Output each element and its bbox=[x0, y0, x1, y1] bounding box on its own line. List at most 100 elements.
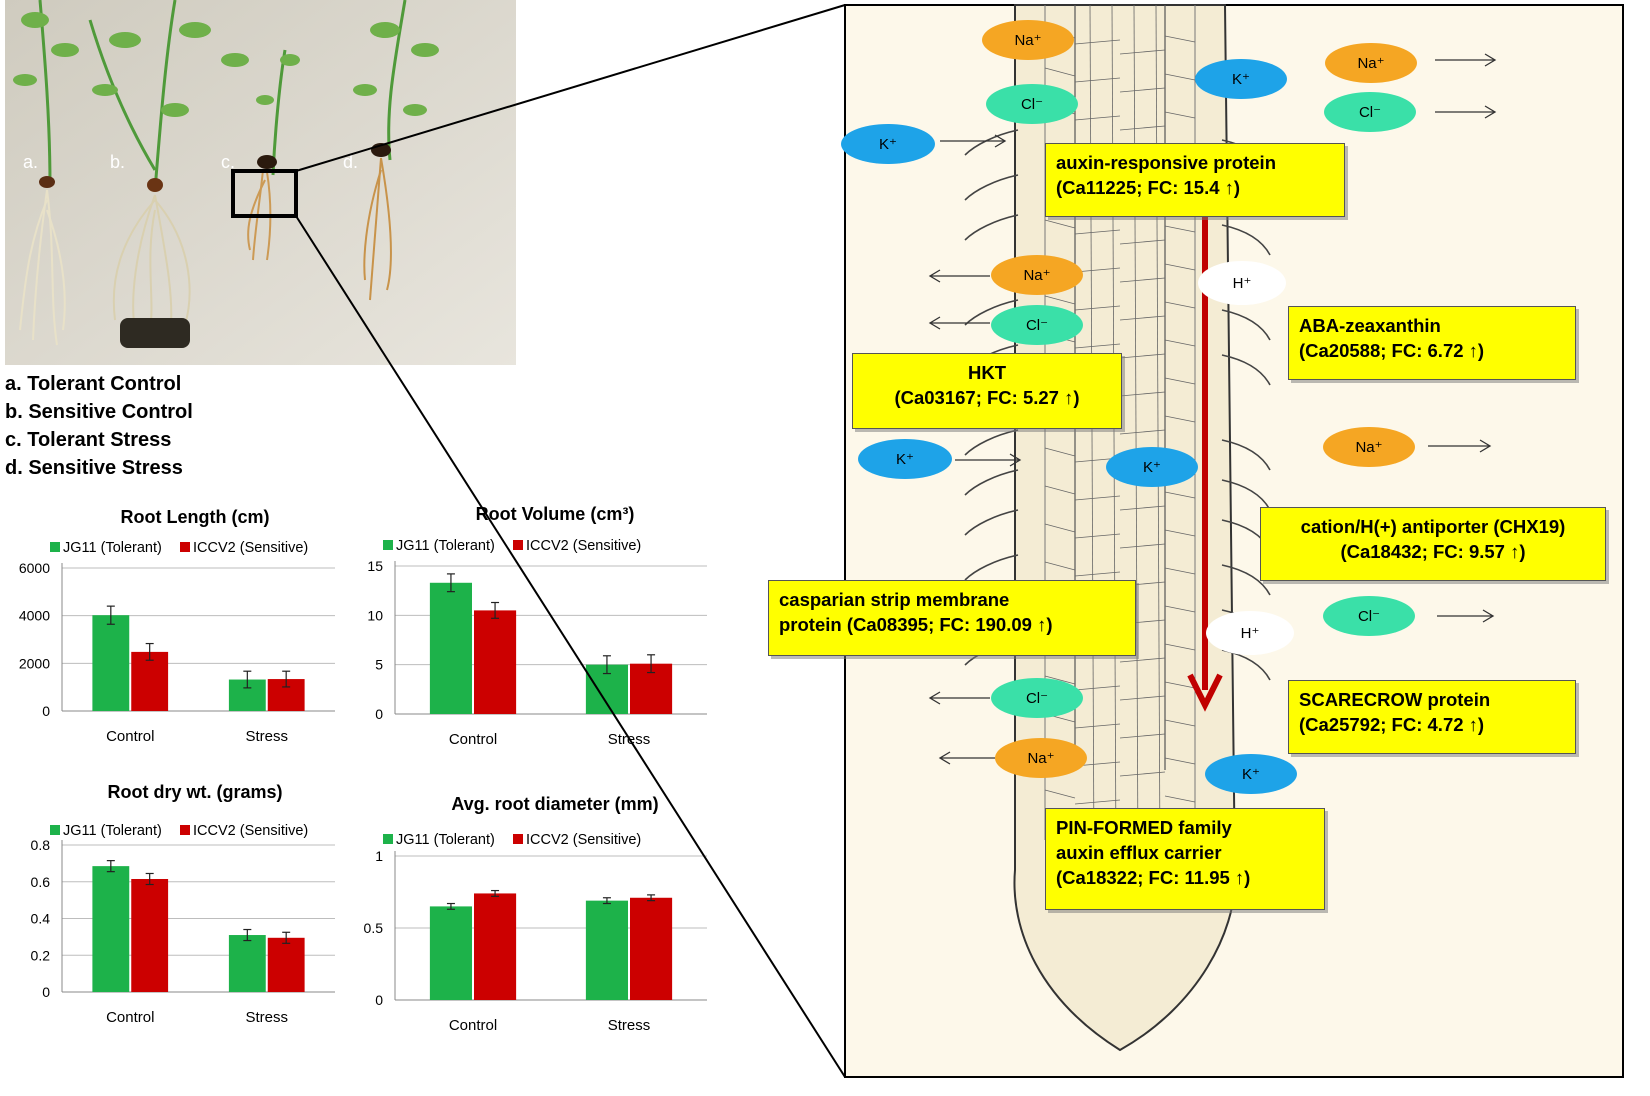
svg-text:H⁺: H⁺ bbox=[1241, 625, 1260, 642]
gene-box-hkt: HKT(Ca03167; FC: 5.27 ↑) bbox=[852, 353, 1122, 429]
ion-cl: Cl⁻ bbox=[986, 84, 1078, 124]
cell-wall bbox=[1119, 505, 1166, 511]
root-hair bbox=[1221, 439, 1271, 471]
cell-wall bbox=[1119, 315, 1166, 321]
root-hair bbox=[1221, 224, 1271, 256]
legend-swatch bbox=[50, 542, 60, 552]
cell-wall bbox=[1164, 757, 1196, 765]
cell-wall bbox=[1164, 301, 1196, 309]
svg-text:Na⁺: Na⁺ bbox=[1355, 439, 1382, 456]
cell-wall bbox=[1119, 277, 1166, 283]
cell-wall bbox=[1164, 643, 1196, 651]
svg-text:K⁺: K⁺ bbox=[1242, 766, 1260, 783]
y-tick-label: 1 bbox=[375, 848, 383, 864]
cell-wall bbox=[1119, 239, 1166, 245]
svg-text:Na⁺: Na⁺ bbox=[1357, 55, 1384, 72]
svg-text:Cl⁻: Cl⁻ bbox=[1358, 608, 1380, 625]
legend-label: JG11 (Tolerant) bbox=[396, 832, 495, 848]
chart-root-dry-weight: Root dry wt. (grams) JG11 (Tolerant) ICCV2… bbox=[31, 782, 335, 1026]
chart-root-length: Root Length (cm)JG11 (Tolerant)ICCV2 (Se… bbox=[19, 507, 335, 745]
svg-text:Na⁺: Na⁺ bbox=[1027, 750, 1054, 767]
chart-title: Avg. root diameter (mm) bbox=[451, 794, 658, 814]
gene-box-aba-zeaxanthin: ABA-zeaxanthin(Ca20588; FC: 6.72 ↑) bbox=[1288, 306, 1576, 380]
cell-wall bbox=[1119, 391, 1166, 397]
chart-title: Root Length (cm) bbox=[121, 507, 270, 527]
bar bbox=[630, 897, 673, 1000]
legend-label: JG11 (Tolerant) bbox=[63, 823, 162, 839]
y-tick-label: 5 bbox=[375, 657, 383, 673]
legend-swatch bbox=[180, 825, 190, 835]
cell-wall bbox=[1044, 105, 1076, 115]
root-hair bbox=[1221, 354, 1271, 386]
y-tick-label: 0.5 bbox=[364, 920, 384, 936]
cell-wall bbox=[1044, 447, 1076, 457]
cell-wall bbox=[1164, 529, 1196, 537]
x-tick-label: Control bbox=[449, 731, 497, 748]
cell-wall bbox=[1074, 77, 1121, 83]
svg-text:Na⁺: Na⁺ bbox=[1023, 267, 1050, 284]
svg-text:H⁺: H⁺ bbox=[1233, 275, 1252, 292]
legend-swatch bbox=[513, 834, 523, 844]
cell-wall bbox=[1044, 713, 1076, 723]
cell-wall bbox=[1164, 73, 1196, 81]
ion-k: K⁺ bbox=[1106, 447, 1198, 487]
cell-wall bbox=[1074, 229, 1121, 235]
cell-wall bbox=[1074, 761, 1121, 767]
plant-label-b: b. bbox=[110, 152, 125, 172]
legend-swatch bbox=[383, 540, 393, 550]
x-tick-label: Stress bbox=[245, 1009, 288, 1026]
legend-label: ICCV2 (Sensitive) bbox=[193, 823, 308, 839]
bar bbox=[92, 615, 130, 711]
ion-k: K⁺ bbox=[858, 439, 952, 479]
ion-k: K⁺ bbox=[841, 124, 935, 164]
root-hair bbox=[1221, 309, 1271, 341]
cell-wall bbox=[1044, 295, 1076, 305]
root-hair bbox=[964, 299, 1019, 326]
ion-h: H⁺ bbox=[1206, 611, 1294, 655]
cell-wall bbox=[1074, 495, 1121, 501]
x-tick-label: Control bbox=[106, 1009, 154, 1026]
y-tick-label: 0.4 bbox=[31, 911, 51, 927]
root-hair bbox=[964, 554, 1019, 581]
bar bbox=[474, 610, 517, 714]
cell-wall bbox=[1044, 67, 1076, 77]
cell-wall bbox=[1164, 225, 1196, 233]
plant-label-a: a. bbox=[23, 152, 38, 172]
cell-wall bbox=[1074, 115, 1121, 121]
y-tick-label: 4000 bbox=[19, 608, 50, 624]
cell-wall bbox=[1044, 219, 1076, 229]
svg-text:Cl⁻: Cl⁻ bbox=[1359, 104, 1381, 121]
ion-na: Na⁺ bbox=[982, 20, 1074, 60]
chart-title: Root dry wt. (grams) bbox=[107, 782, 282, 802]
cell-wall bbox=[1155, 4, 1161, 861]
cell-wall bbox=[1074, 799, 1121, 805]
ion-na: Na⁺ bbox=[991, 255, 1083, 295]
cell-wall bbox=[1044, 751, 1076, 761]
cell-wall bbox=[1044, 485, 1076, 495]
legend-item-c: c. Tolerant Stress bbox=[5, 429, 172, 451]
legend-label: JG11 (Tolerant) bbox=[396, 538, 495, 554]
root-hair bbox=[964, 509, 1019, 536]
ion-na: Na⁺ bbox=[995, 738, 1087, 778]
svg-text:K⁺: K⁺ bbox=[896, 451, 914, 468]
root-hair bbox=[1221, 479, 1271, 511]
cell-wall bbox=[1074, 533, 1121, 539]
plant-label-d: d. bbox=[343, 152, 358, 172]
cell-wall bbox=[1074, 685, 1121, 691]
cell-wall bbox=[1074, 571, 1121, 577]
cell-wall bbox=[1119, 543, 1166, 549]
ion-cl: Cl⁻ bbox=[991, 678, 1083, 718]
cell-wall bbox=[1164, 263, 1196, 271]
ion-na: Na⁺ bbox=[1325, 43, 1417, 83]
svg-text:Cl⁻: Cl⁻ bbox=[1026, 317, 1048, 334]
cell-wall bbox=[1164, 35, 1196, 43]
ion-cl: Cl⁻ bbox=[991, 305, 1083, 345]
cell-wall bbox=[1164, 111, 1196, 119]
bar bbox=[131, 651, 169, 711]
cell-wall bbox=[1074, 723, 1121, 729]
legend-label: ICCV2 (Sensitive) bbox=[193, 540, 308, 556]
ion-na: Na⁺ bbox=[1323, 427, 1415, 467]
bar bbox=[92, 866, 130, 992]
